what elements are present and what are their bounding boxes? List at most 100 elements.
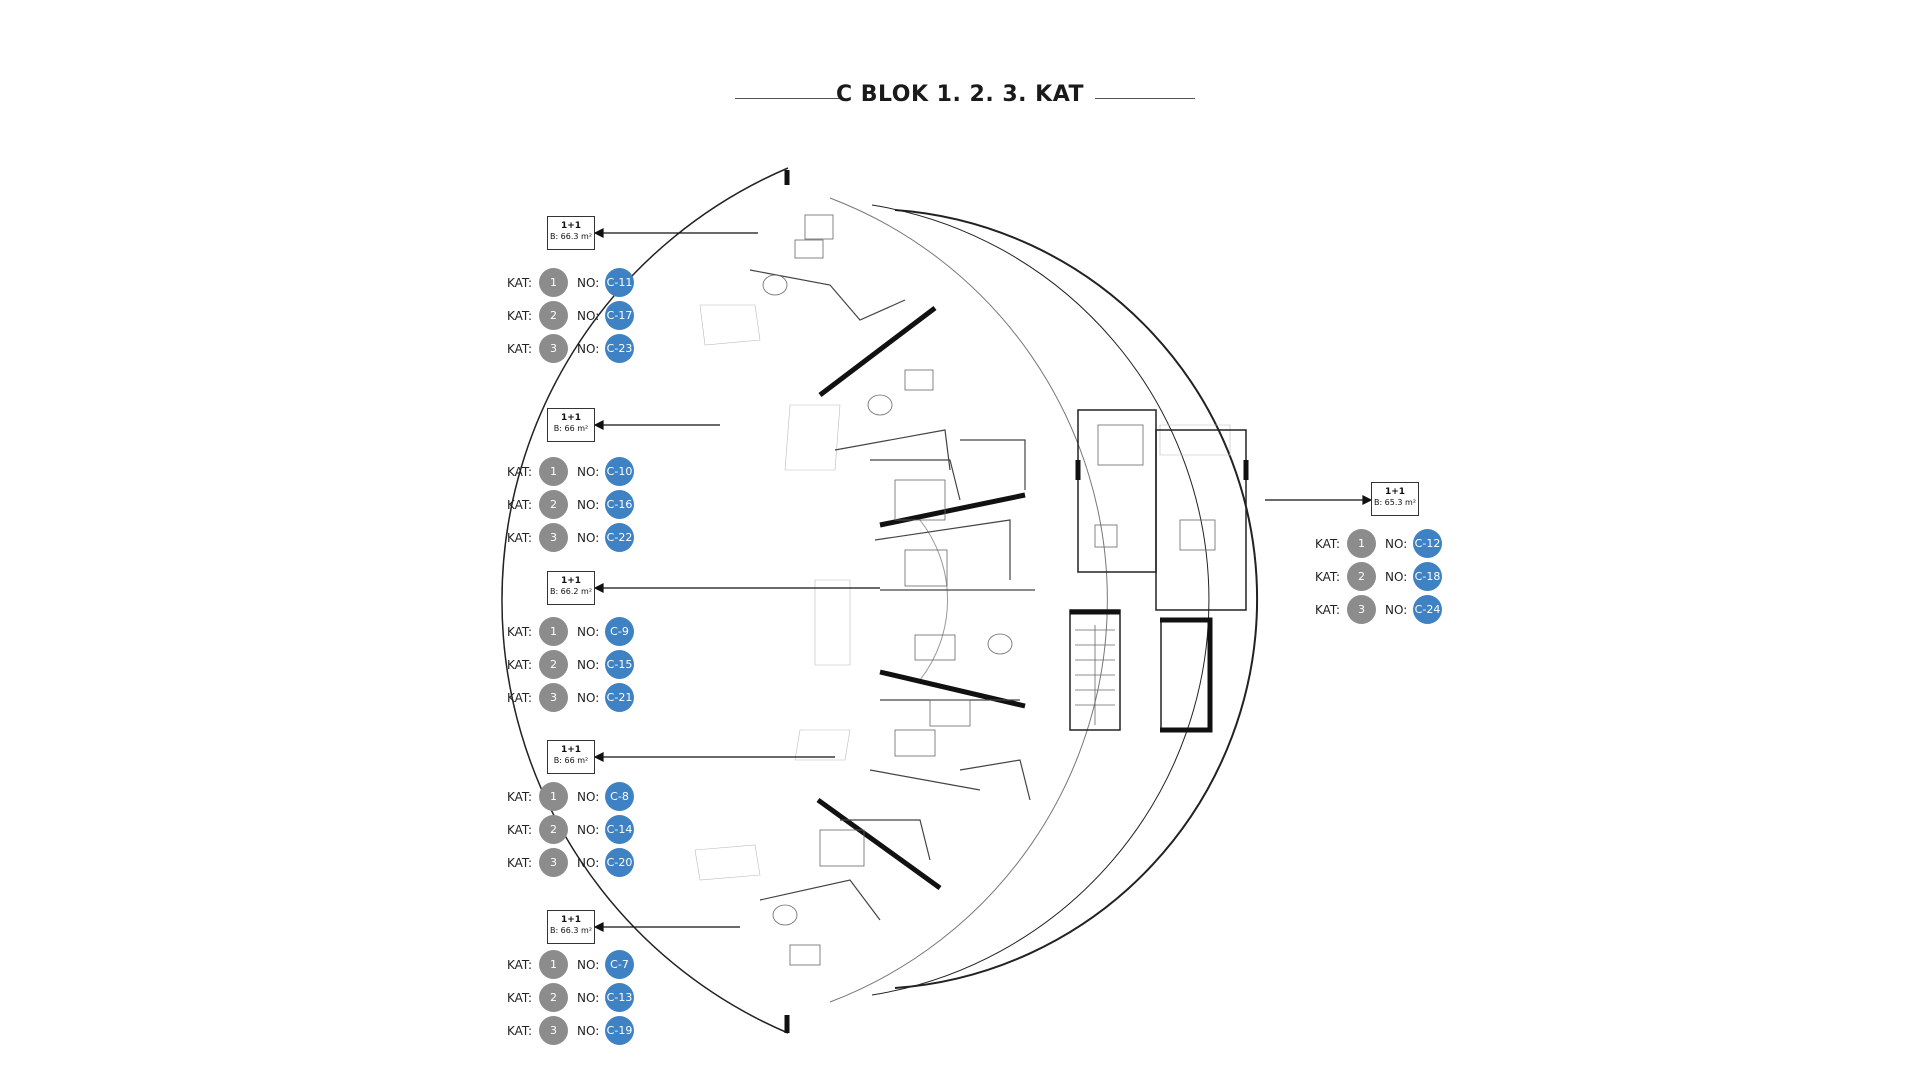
unit-type: 1+1 <box>560 915 582 925</box>
no-label: NO: <box>577 342 600 356</box>
unit-number-badge: C-14 <box>605 815 634 844</box>
no-label: NO: <box>1385 570 1408 584</box>
no-label: NO: <box>577 856 600 870</box>
unit-number-badge: C-19 <box>605 1016 634 1045</box>
unit-number-badge: C-22 <box>605 523 634 552</box>
right-block-furniture <box>1094 424 1216 551</box>
title-rule-right <box>1095 98 1195 99</box>
no-label: NO: <box>577 691 600 705</box>
unit-area: B: 66 m² <box>553 424 589 433</box>
page-title: C BLOK 1. 2. 3. KAT <box>835 82 1085 107</box>
floor-badge: 3 <box>539 683 568 712</box>
no-label: NO: <box>577 625 600 639</box>
no-label: NO: <box>577 531 600 545</box>
floor-badge: 1 <box>539 782 568 811</box>
no-label: NO: <box>577 991 600 1005</box>
curved-wing <box>501 167 1259 1034</box>
unit-number-badge: C-10 <box>605 457 634 486</box>
unit-area: B: 66.3 m² <box>549 232 593 241</box>
leader-arrows <box>593 228 1373 932</box>
kat-label: KAT: <box>507 790 532 804</box>
floor-badge: 3 <box>539 523 568 552</box>
no-label: NO: <box>577 276 600 290</box>
unit-box-c11: 1+1 B: 66.3 m² <box>547 216 595 250</box>
kat-label: KAT: <box>507 531 532 545</box>
floor-badge: 3 <box>1347 595 1376 624</box>
floor-badge: 2 <box>539 815 568 844</box>
unit-area: B: 66.2 m² <box>549 587 593 596</box>
interior-walls <box>749 269 1035 921</box>
floor-badge: 2 <box>539 301 568 330</box>
unit-number-badge: C-16 <box>605 490 634 519</box>
kat-label: KAT: <box>507 309 532 323</box>
kat-label: KAT: <box>507 625 532 639</box>
kat-label: KAT: <box>507 958 532 972</box>
unit-number-badge: C-18 <box>1413 562 1442 591</box>
no-label: NO: <box>577 309 600 323</box>
floor-badge: 1 <box>1347 529 1376 558</box>
floor-badge: 1 <box>539 950 568 979</box>
unit-number-badge: C-7 <box>605 950 634 979</box>
wing-inner-wall <box>894 209 1259 989</box>
unit-walls <box>784 170 1026 1033</box>
kat-label: KAT: <box>1315 537 1340 551</box>
balcony-hatching <box>694 304 1231 881</box>
unit-number-badge: C-8 <box>605 782 634 811</box>
no-label: NO: <box>577 658 600 672</box>
floor-badge: 1 <box>539 617 568 646</box>
floor-badge: 3 <box>539 334 568 363</box>
unit-number-badge: C-23 <box>605 334 634 363</box>
unit-type: 1+1 <box>560 221 582 231</box>
no-label: NO: <box>577 1024 600 1038</box>
kat-label: KAT: <box>507 691 532 705</box>
no-label: NO: <box>577 790 600 804</box>
unit-number-badge: C-24 <box>1413 595 1442 624</box>
right-block <box>1069 409 1247 731</box>
furniture <box>762 214 1013 966</box>
no-label: NO: <box>1385 537 1408 551</box>
right-block-thick-walls <box>1070 460 1249 733</box>
kat-label: KAT: <box>507 856 532 870</box>
kat-label: KAT: <box>507 1024 532 1038</box>
unit-number-badge: C-17 <box>605 301 634 330</box>
no-label: NO: <box>577 465 600 479</box>
floor-badge: 1 <box>539 457 568 486</box>
unit-number-badge: C-13 <box>605 983 634 1012</box>
floor-badge: 2 <box>539 983 568 1012</box>
kat-label: KAT: <box>507 991 532 1005</box>
floor-badge: 3 <box>539 1016 568 1045</box>
unit-area: B: 65.3 m² <box>1373 498 1417 507</box>
title-rule-left <box>735 98 845 99</box>
kat-label: KAT: <box>507 498 532 512</box>
floor-badge: 2 <box>1347 562 1376 591</box>
unit-number-badge: C-11 <box>605 268 634 297</box>
no-label: NO: <box>1385 603 1408 617</box>
no-label: NO: <box>577 498 600 512</box>
unit-box-c10: 1+1 B: 66 m² <box>547 408 595 442</box>
kat-label: KAT: <box>1315 570 1340 584</box>
unit-box-c12: 1+1 B: 65.3 m² <box>1371 482 1419 516</box>
wing-outer-wall <box>501 167 789 1034</box>
unit-number-badge: C-20 <box>605 848 634 877</box>
unit-box-c8: 1+1 B: 66 m² <box>547 740 595 774</box>
kat-label: KAT: <box>507 342 532 356</box>
kat-label: KAT: <box>1315 603 1340 617</box>
unit-number-badge: C-12 <box>1413 529 1442 558</box>
stairs <box>1075 625 1115 725</box>
unit-area: B: 66.3 m² <box>549 926 593 935</box>
floor-badge: 3 <box>539 848 568 877</box>
unit-type: 1+1 <box>560 745 582 755</box>
unit-number-badge: C-9 <box>605 617 634 646</box>
unit-area: B: 66 m² <box>553 756 589 765</box>
unit-box-c7: 1+1 B: 66.3 m² <box>547 910 595 944</box>
unit-type: 1+1 <box>560 413 582 423</box>
floor-badge: 2 <box>539 650 568 679</box>
floor-badge: 2 <box>539 490 568 519</box>
kat-label: KAT: <box>507 658 532 672</box>
unit-number-badge: C-15 <box>605 650 634 679</box>
unit-type: 1+1 <box>1384 487 1406 497</box>
no-label: NO: <box>577 823 600 837</box>
kat-label: KAT: <box>507 465 532 479</box>
kat-label: KAT: <box>507 823 532 837</box>
